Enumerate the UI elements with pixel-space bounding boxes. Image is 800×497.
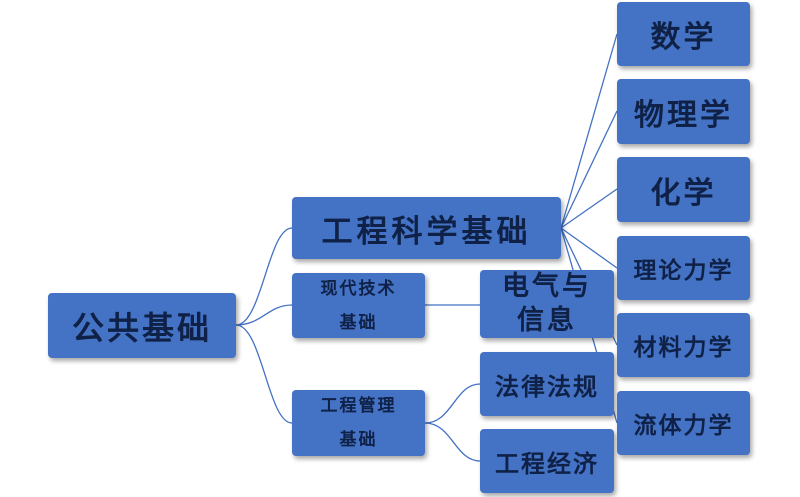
connector-to-math [560, 33, 618, 229]
connector-to-theoretical-mechanics [560, 227, 618, 269]
node-label: 流体力学 [633, 412, 734, 439]
node-fluid-mechanics: 流体力学 [617, 391, 750, 455]
node-electrical-information: 电气与 信息 [480, 270, 614, 338]
node-label: 理论力学 [633, 257, 734, 284]
connector-to-physics [560, 110, 618, 229]
node-label: 公共基础 [71, 308, 212, 347]
node-laws-regulations: 法律法规 [480, 352, 614, 416]
connector-to-chemistry [560, 188, 618, 229]
node-physics: 物理学 [617, 79, 750, 144]
node-modern-technology-foundation: 现代技术 基础 [292, 273, 425, 338]
node-label: 工程科学基础 [321, 213, 532, 250]
node-label-line1: 电气与 [502, 271, 592, 302]
node-label-line2: 基础 [339, 312, 378, 333]
node-engineering-economics: 工程经济 [480, 429, 614, 493]
node-public-foundation: 公共基础 [48, 293, 236, 358]
node-materials-mechanics: 材料力学 [617, 313, 750, 377]
node-chemistry: 化学 [617, 157, 750, 222]
connector-root-modern-tech [235, 304, 293, 326]
node-label: 化学 [650, 175, 717, 211]
node-label: 工程经济 [495, 448, 599, 478]
node-label: 数学 [650, 20, 717, 55]
connector-mgmt-law [424, 383, 481, 424]
node-label: 物理学 [634, 97, 733, 133]
connector-mgmt-economics [424, 422, 481, 462]
node-engineering-management-foundation: 工程管理 基础 [292, 390, 425, 456]
connector-root-eng-mgmt [235, 324, 293, 424]
node-label-line2: 基础 [339, 430, 378, 450]
node-label-line1: 现代技术 [320, 278, 397, 299]
node-theoretical-mechanics: 理论力学 [617, 236, 750, 300]
node-label: 法律法规 [495, 371, 599, 401]
connector-root-engineering-science [235, 227, 293, 326]
node-engineering-science-foundation: 工程科学基础 [292, 197, 561, 259]
node-mathematics: 数学 [617, 2, 750, 66]
node-label: 材料力学 [633, 334, 734, 361]
node-label-line2: 信息 [517, 305, 577, 336]
node-label-line1: 工程管理 [320, 396, 397, 416]
